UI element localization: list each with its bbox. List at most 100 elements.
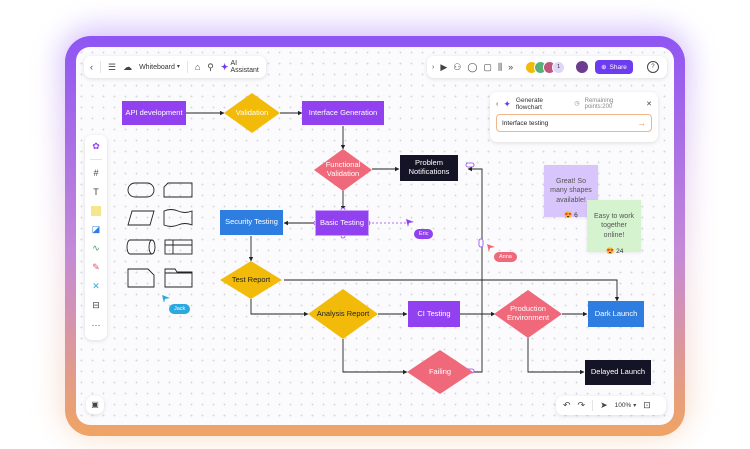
- node-test-report[interactable]: Test Report: [220, 261, 282, 299]
- cursor-jack-icon: [162, 295, 170, 303]
- chat-icon[interactable]: ▢: [483, 61, 492, 72]
- sticky-note-purple[interactable]: Great! So many shapes available!: [544, 165, 598, 217]
- clock-icon: ◷: [574, 101, 580, 107]
- back-chevron-icon[interactable]: ‹: [496, 100, 499, 108]
- diamond-shape: [308, 289, 378, 339]
- fit-screen-icon[interactable]: ⊡: [643, 400, 651, 410]
- node-dark-launch[interactable]: Dark Launch: [588, 301, 644, 327]
- remaining-points: Remaining points:200: [584, 98, 614, 110]
- more-icon[interactable]: »: [508, 61, 514, 72]
- shape-library[interactable]: [126, 182, 193, 288]
- user-avatar[interactable]: [575, 60, 590, 74]
- search-icon[interactable]: ⚲: [207, 61, 214, 72]
- help-icon[interactable]: ?: [646, 61, 659, 73]
- emoji-icon: 😍: [606, 248, 615, 255]
- ai-prompt-value: Interface testing: [502, 119, 549, 127]
- node-failing[interactable]: Failing: [407, 350, 473, 394]
- comment-icon[interactable]: ◯: [467, 61, 478, 72]
- ai-prompt-input[interactable]: Interface testing →: [496, 114, 652, 132]
- divider: [186, 61, 188, 73]
- minimap-icon: ▣: [91, 400, 99, 409]
- node-api-development[interactable]: API development: [122, 101, 186, 125]
- tag-icon[interactable]: ⌂: [194, 61, 201, 72]
- ai-logo-icon: ✦: [220, 61, 229, 72]
- undo-icon[interactable]: ↶: [563, 400, 571, 410]
- template-icon[interactable]: ✿: [92, 141, 100, 151]
- divider: [592, 400, 594, 411]
- menu-icon[interactable]: ☰: [107, 61, 117, 72]
- connector-icon[interactable]: ∿: [92, 243, 100, 253]
- cloud-icon: ☁: [123, 61, 133, 72]
- chevron-down-icon: ▾: [176, 64, 180, 70]
- text-icon[interactable]: T: [93, 186, 99, 197]
- sticky-note-green-text: Easy to work together online!: [593, 213, 635, 239]
- sticky-note-green[interactable]: Easy to work together online!: [587, 200, 641, 252]
- zoom-level: 100%: [614, 402, 632, 409]
- redo-icon[interactable]: ↷: [577, 400, 586, 410]
- node-functional-validation-label: Functional Validation: [325, 160, 361, 178]
- node-interface-generation[interactable]: Interface Generation: [302, 101, 384, 125]
- node-analysis-report-label: Analysis Report: [316, 308, 370, 318]
- ai-assistant-button[interactable]: ✦ AI Assistant: [221, 60, 266, 74]
- node-problem-notifications[interactable]: Problem Notifications: [400, 155, 458, 181]
- avatar: 1: [552, 60, 566, 74]
- top-right-toolbar: › ▶ ⚇ ◯ ▢ ⫼ » 1 ⊕ Share ?: [427, 56, 667, 78]
- reaction-green[interactable]: 😍 24: [606, 247, 624, 256]
- cursor-label-anna: Anna: [494, 252, 517, 262]
- library-icon[interactable]: ⫼: [497, 61, 503, 72]
- send-arrow-icon[interactable]: →: [637, 117, 646, 128]
- reaction-purple[interactable]: 😍 6: [564, 211, 578, 220]
- node-analysis-report[interactable]: Analysis Report: [308, 289, 378, 339]
- node-delayed-launch[interactable]: Delayed Launch: [585, 360, 651, 385]
- node-validation-label: Validation: [235, 107, 269, 117]
- sticky-note-icon[interactable]: [90, 204, 103, 217]
- diamond-shape: [224, 93, 280, 133]
- more-tools-icon[interactable]: ···: [91, 319, 101, 330]
- diamond-shape: [314, 149, 372, 191]
- mindmap-icon[interactable]: ✕: [92, 281, 100, 291]
- emoji-icon: 😍: [564, 212, 573, 219]
- zoom-dropdown[interactable]: 100% ▾: [615, 402, 637, 409]
- chevron-down-icon: ▾: [633, 402, 637, 409]
- collaborate-icon[interactable]: ⚇: [453, 61, 462, 72]
- node-test-report-label: Test Report: [231, 274, 271, 284]
- doc-title-dropdown[interactable]: Whiteboard ▾: [139, 64, 180, 71]
- node-production-environment[interactable]: Production Environment: [494, 290, 562, 338]
- node-production-environment-label: Production Environment: [506, 304, 550, 322]
- diamond-shape: [220, 261, 282, 299]
- divider: [100, 61, 101, 73]
- doc-title: Whiteboard: [139, 63, 175, 71]
- sticky-note-purple-text: Great! So many shapes available!: [550, 178, 592, 204]
- cursor-eric-icon: [406, 219, 414, 227]
- share-button[interactable]: ⊕ Share: [595, 60, 633, 74]
- reaction-count: 24: [616, 247, 624, 255]
- frame-icon[interactable]: #: [93, 167, 99, 178]
- shape-icon[interactable]: ◪: [91, 224, 101, 234]
- present-icon[interactable]: ▶: [440, 61, 448, 72]
- node-ci-testing[interactable]: CI Testing: [408, 301, 460, 327]
- whiteboard-canvas[interactable]: API development Validation Interface Gen…: [76, 47, 674, 425]
- pen-icon[interactable]: ✎: [92, 262, 100, 272]
- ai-generate-panel: ‹ ✦ Generate flowchart ◷ Remaining point…: [490, 92, 658, 142]
- diamond-shape: [494, 290, 562, 338]
- diamond-shape: [407, 350, 473, 394]
- tool-panel: ✿ # T ◪ ∿ ✎ ✕ ⊟ ···: [85, 135, 107, 340]
- cursor-label-jack: Jack: [169, 304, 191, 314]
- node-security-testing[interactable]: Security Testing: [220, 210, 283, 235]
- share-label: Share: [609, 63, 627, 71]
- zoom-toolbar: ↶ ↷ ➤ 100% ▾ ⊡: [556, 396, 666, 415]
- close-icon[interactable]: ✕: [646, 100, 652, 108]
- node-validation[interactable]: Validation: [224, 93, 280, 133]
- user-plus-icon: ⊕: [601, 64, 607, 71]
- back-chevron-icon[interactable]: ‹: [90, 61, 93, 72]
- node-basic-testing[interactable]: Basic Testing: [315, 210, 369, 236]
- reaction-count: 6: [574, 211, 578, 219]
- collaborator-avatars[interactable]: 1: [525, 60, 566, 74]
- minimap-button[interactable]: ▣: [86, 396, 104, 414]
- node-functional-validation[interactable]: Functional Validation: [314, 149, 372, 191]
- pointer-icon[interactable]: ➤: [600, 400, 608, 410]
- collapse-chevron-icon[interactable]: ›: [432, 63, 435, 71]
- table-icon[interactable]: ⊟: [92, 300, 100, 310]
- node-failing-label: Failing: [428, 366, 452, 376]
- cursor-label-eric: Eric: [414, 229, 434, 239]
